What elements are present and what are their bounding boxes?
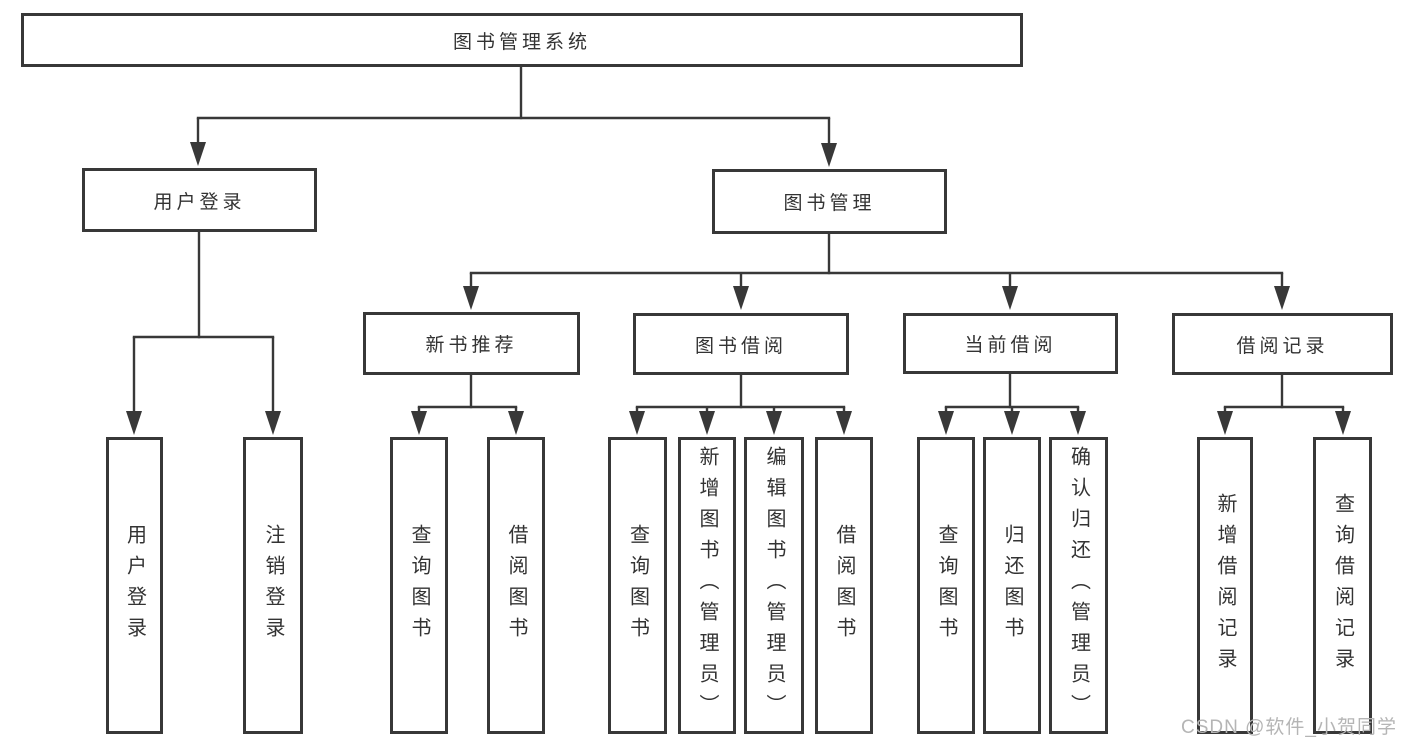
- node-borrowing-records: 借阅记录: [1172, 313, 1393, 375]
- leaf-return-book-label: 归还图书: [1001, 523, 1023, 648]
- leaf-add-borrow-record-label: 新增借阅记录: [1214, 492, 1236, 679]
- leaf-add-book-admin: 新增图书（管理员）: [678, 437, 736, 734]
- leaf-borrowing-borrow-book-label: 借阅图书: [833, 523, 855, 648]
- leaf-query-borrow-record: 查询借阅记录: [1313, 437, 1372, 734]
- leaf-add-borrow-record: 新增借阅记录: [1197, 437, 1253, 734]
- node-user-login-label: 用户登录: [153, 191, 246, 213]
- arrowheads: [126, 142, 1351, 435]
- watermark: CSDN @软件_小贺同学: [1181, 717, 1397, 738]
- node-book-management: 图书管理: [712, 169, 947, 234]
- leaf-edit-book-admin: 编辑图书（管理员）: [744, 437, 804, 734]
- leaf-recommend-borrow-book: 借阅图书: [487, 437, 545, 734]
- leaf-recommend-query-book-label: 查询图书: [408, 523, 430, 648]
- leaf-add-book-admin-label: 新增图书（管理员）: [696, 446, 718, 725]
- leaf-recommend-query-book: 查询图书: [390, 437, 448, 734]
- node-new-book-recommend-label: 新书推荐: [425, 335, 518, 356]
- leaf-user-login: 用户登录: [106, 437, 163, 734]
- leaf-recommend-borrow-book-label: 借阅图书: [505, 523, 527, 648]
- node-new-book-recommend: 新书推荐: [363, 312, 580, 375]
- node-book-management-label: 图书管理: [783, 193, 876, 214]
- leaf-borrowing-query-book-label: 查询图书: [626, 523, 649, 648]
- leaf-edit-book-admin-label: 编辑图书（管理员）: [763, 446, 785, 725]
- leaf-return-book: 归还图书: [983, 437, 1041, 734]
- node-current-borrowing-label: 当前借阅: [964, 335, 1057, 356]
- leaf-current-query-book: 查询图书: [917, 437, 975, 734]
- leaf-logout-label: 注销登录: [262, 523, 284, 648]
- node-root-label: 图书管理系统: [452, 31, 591, 53]
- leaf-current-query-book-label: 查询图书: [935, 523, 957, 648]
- node-current-borrowing: 当前借阅: [903, 313, 1118, 374]
- node-borrowing-records-label: 借阅记录: [1236, 335, 1329, 357]
- node-book-borrowing-label: 图书借阅: [694, 335, 787, 357]
- leaf-confirm-return-admin-label: 确认归还（管理员）: [1067, 446, 1090, 725]
- leaf-logout: 注销登录: [243, 437, 303, 734]
- leaf-query-borrow-record-label: 查询借阅记录: [1331, 492, 1354, 679]
- node-user-login: 用户登录: [82, 168, 317, 232]
- leaf-user-login-label: 用户登录: [123, 523, 146, 648]
- leaf-confirm-return-admin: 确认归还（管理员）: [1049, 437, 1108, 734]
- leaf-borrowing-query-book: 查询图书: [608, 437, 667, 734]
- node-root: 图书管理系统: [21, 13, 1023, 67]
- node-book-borrowing: 图书借阅: [633, 313, 849, 375]
- leaf-borrowing-borrow-book: 借阅图书: [815, 437, 873, 734]
